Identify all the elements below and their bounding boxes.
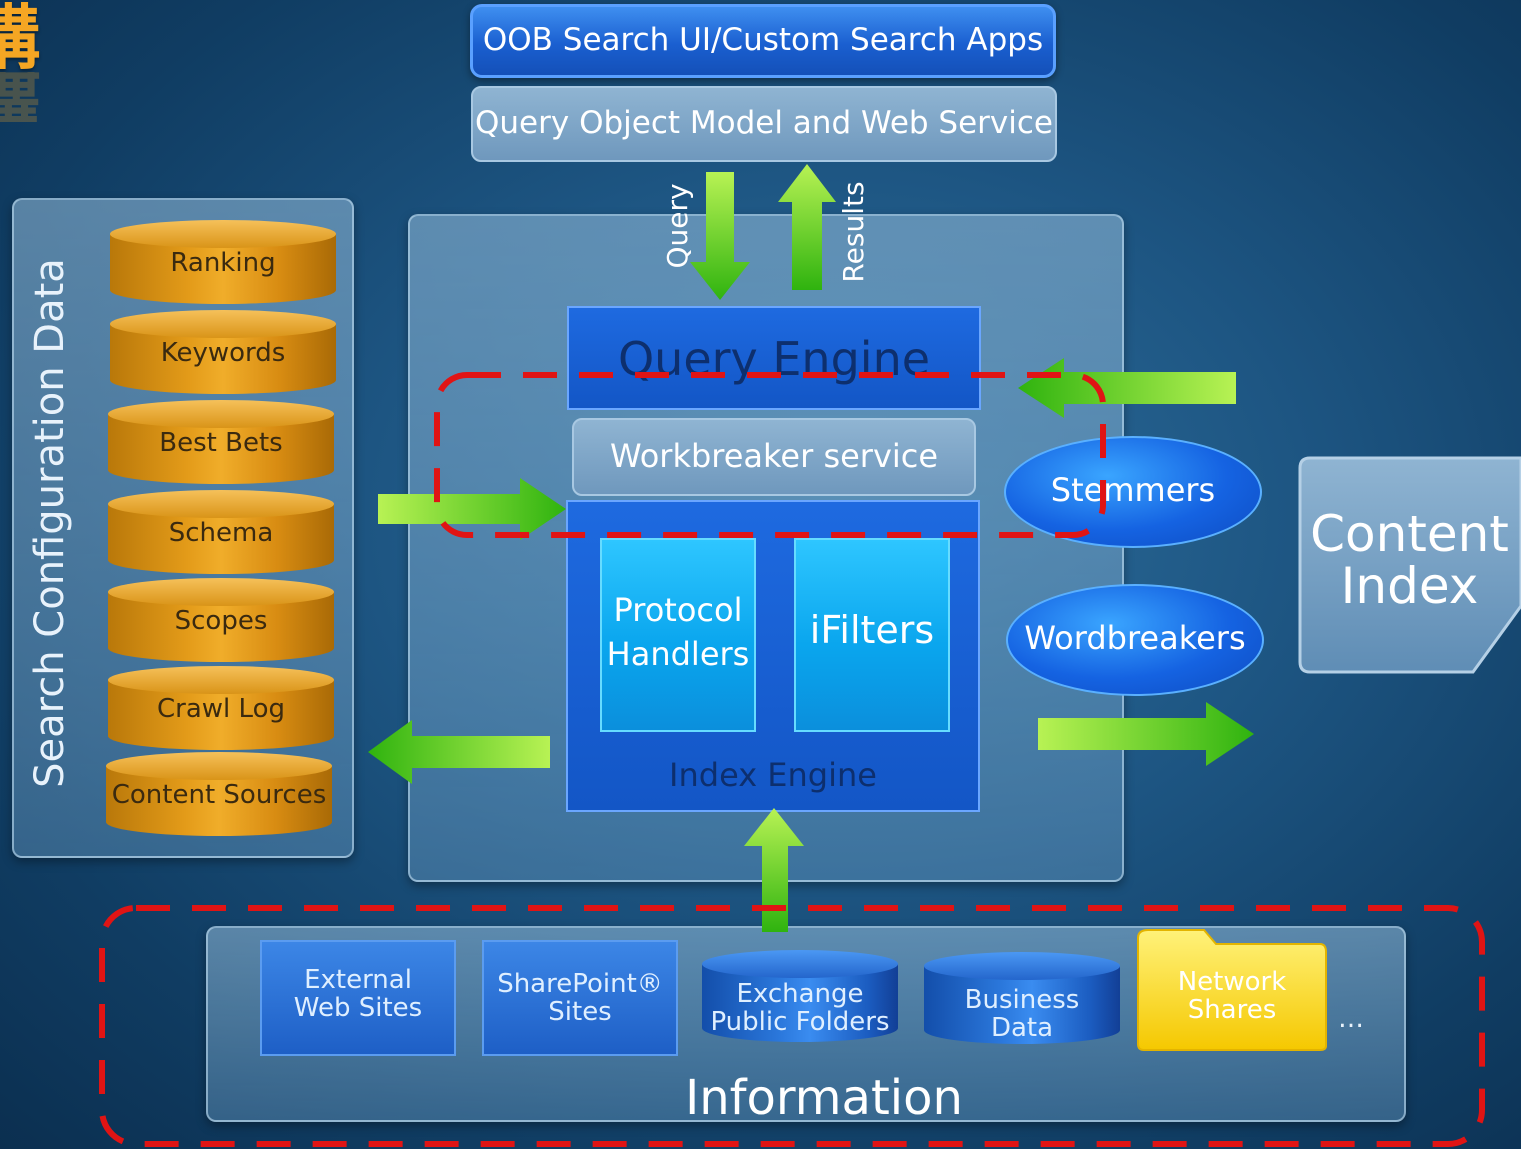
config-db-label: Keywords — [160, 338, 286, 368]
source-external-web-sites: External Web Sites — [260, 940, 456, 1056]
source-label: External — [304, 965, 412, 995]
source-label: Web Sites — [293, 993, 423, 1023]
search-apps-box: OOB Search UI/Custom Search Apps — [470, 4, 1056, 78]
engine-to-index-arrow-icon — [1038, 702, 1254, 766]
workbreaker-label: Workbreaker service — [609, 437, 939, 475]
index-engine-label: Index Engine — [669, 756, 877, 794]
protocol-label-1: Protocol — [613, 591, 743, 629]
config-db-crawl-log: Crawl Log — [108, 666, 334, 752]
config-db-label: Crawl Log — [157, 694, 285, 724]
information-to-engine-arrow-icon — [744, 808, 804, 932]
ifilters-label: iFilters — [809, 608, 935, 652]
stemmers-ellipse: Stemmers — [1004, 436, 1262, 548]
source-label: Shares — [1187, 995, 1277, 1025]
highlight-region-information — [99, 905, 1485, 1147]
config-db-label: Schema — [168, 518, 274, 548]
config-db-label: Best Bets — [159, 428, 283, 458]
source-label: SharePoint® — [497, 969, 663, 999]
config-db-label: Ranking — [170, 248, 276, 278]
query-om-label: Query Object Model and Web Service — [475, 105, 1053, 141]
folder-icon — [1137, 929, 1327, 1051]
results-arrow-label: Results — [837, 181, 870, 283]
ifilters-box: iFilters — [794, 538, 950, 732]
results-arrow-icon — [778, 164, 836, 290]
highlight-region-engine — [434, 372, 1106, 538]
config-db-keywords: Keywords — [110, 310, 336, 396]
config-db-label: Content Sources — [111, 780, 327, 810]
source-exchange-public-folders: Exchange Public Folders — [702, 950, 898, 1046]
content-index-line1: Content — [1310, 505, 1509, 563]
more-sources-ellipsis: … — [1338, 1004, 1364, 1034]
source-label: Business — [964, 985, 1080, 1015]
source-label: Network — [1177, 967, 1287, 997]
content-index-label: Content Index — [1298, 508, 1521, 612]
query-arrow-label: Query — [661, 183, 694, 269]
config-db-content-sources: Content Sources — [106, 752, 332, 838]
protocol-handlers-box: Protocol Handlers — [600, 538, 756, 732]
source-network-shares: Network Shares — [1134, 968, 1330, 1024]
config-db-schema: Schema — [108, 490, 334, 576]
stemmers-label: Stemmers — [1050, 471, 1216, 509]
information-label: Information — [685, 1070, 963, 1126]
source-business-data: Business Data — [924, 952, 1120, 1048]
stemmers-to-query-arrow-icon — [1018, 358, 1236, 418]
config-db-label: Scopes — [174, 606, 268, 636]
config-to-engine-arrow-icon — [378, 478, 566, 540]
wordbreakers-label: Wordbreakers — [1024, 619, 1246, 657]
config-db-scopes: Scopes — [108, 578, 334, 664]
wordbreakers-ellipse: Wordbreakers — [1006, 584, 1264, 696]
index-engine-box: Protocol Handlers iFilters Index Engine — [566, 500, 980, 812]
page-title: 構 — [0, 0, 40, 79]
workbreaker-box: Workbreaker service — [572, 418, 976, 496]
source-label: Sites — [548, 997, 612, 1027]
query-om-box: Query Object Model and Web Service — [471, 86, 1057, 162]
source-label: Public Folders — [710, 1007, 890, 1037]
source-label: Data — [990, 1013, 1054, 1043]
engine-to-config-arrow-icon — [368, 720, 550, 784]
config-db-ranking: Ranking — [110, 220, 336, 306]
query-arrow-icon — [690, 172, 750, 300]
source-sharepoint-sites: SharePoint® Sites — [482, 940, 678, 1056]
content-index-line2: Index — [1340, 557, 1479, 615]
content-index-box — [1298, 456, 1521, 674]
source-label: Exchange — [736, 979, 864, 1009]
protocol-label-2: Handlers — [606, 635, 750, 673]
config-db-best-bets: Best Bets — [108, 400, 334, 486]
search-apps-label: OOB Search UI/Custom Search Apps — [482, 22, 1044, 58]
